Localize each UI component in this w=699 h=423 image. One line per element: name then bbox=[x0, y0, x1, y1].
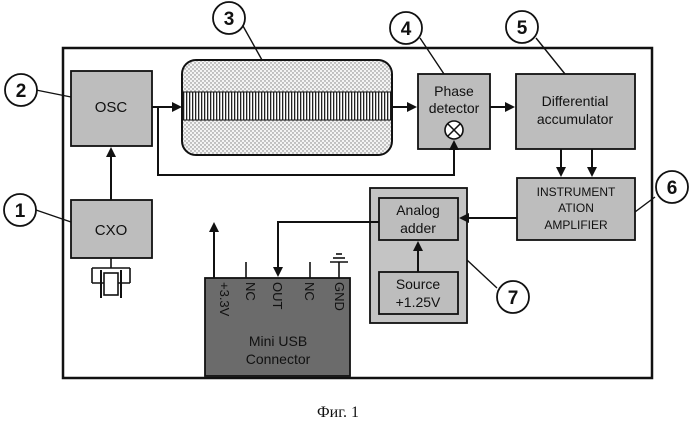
diff-acc-label-2: accumulator bbox=[537, 111, 614, 127]
callout-1: 1 bbox=[4, 194, 36, 226]
instr-amp-label-2: ATION bbox=[558, 201, 594, 215]
callout-3: 3 bbox=[213, 2, 245, 34]
usb-pin-nc1: NC bbox=[243, 282, 258, 301]
callout-6: 6 bbox=[656, 171, 688, 203]
differential-accumulator-block: Differential accumulator bbox=[516, 74, 635, 149]
instr-amp-label-1: INSTRUMENT bbox=[537, 185, 616, 199]
svg-text:5: 5 bbox=[517, 18, 528, 39]
mixer-icon bbox=[445, 121, 463, 139]
svg-text:4: 4 bbox=[401, 19, 412, 40]
callout-2: 2 bbox=[5, 74, 37, 106]
phase-detector-label-2: detector bbox=[429, 100, 480, 116]
phase-detector-label-1: Phase bbox=[434, 83, 474, 99]
usb-pin-out: OUT bbox=[270, 282, 285, 310]
callout-4: 4 bbox=[390, 12, 422, 44]
svg-text:6: 6 bbox=[667, 178, 678, 199]
adder-label-1: Analog bbox=[396, 202, 440, 218]
instr-amp-label-3: AMPLIFIER bbox=[544, 218, 608, 232]
svg-text:2: 2 bbox=[16, 81, 27, 102]
instrumentation-amplifier-block: INSTRUMENT ATION AMPLIFIER bbox=[517, 178, 635, 240]
svg-text:3: 3 bbox=[224, 9, 235, 30]
callout-7: 7 bbox=[497, 281, 529, 313]
adder-label-2: adder bbox=[400, 220, 436, 236]
diff-acc-label-1: Differential bbox=[542, 93, 609, 109]
analog-adder-block: Analog adder bbox=[379, 198, 458, 240]
cxo-label: CXO bbox=[95, 222, 128, 239]
usb-title-2: Connector bbox=[246, 351, 311, 367]
callout-5: 5 bbox=[506, 11, 538, 43]
usb-pin-gnd: GND bbox=[332, 282, 347, 311]
svg-text:7: 7 bbox=[508, 288, 519, 309]
usb-title-1: Mini USB bbox=[249, 333, 307, 349]
usb-pin-nc2: NC bbox=[302, 282, 317, 301]
resonator-block bbox=[182, 60, 392, 155]
figure-caption: Фиг. 1 bbox=[317, 404, 359, 421]
osc-block: OSC bbox=[71, 71, 152, 146]
mini-usb-connector: +3.3V NC OUT NC GND Mini USB Connector bbox=[205, 278, 350, 376]
osc-label: OSC bbox=[95, 99, 128, 116]
svg-text:1: 1 bbox=[15, 201, 26, 222]
usb-pin-3v3: +3.3V bbox=[217, 282, 232, 317]
source-label-2: +1.25V bbox=[396, 294, 441, 310]
phase-detector-block: Phase detector bbox=[418, 74, 490, 149]
source-label-1: Source bbox=[396, 276, 441, 292]
cxo-block: CXO bbox=[71, 200, 152, 258]
source-block: Source +1.25V bbox=[379, 272, 458, 314]
